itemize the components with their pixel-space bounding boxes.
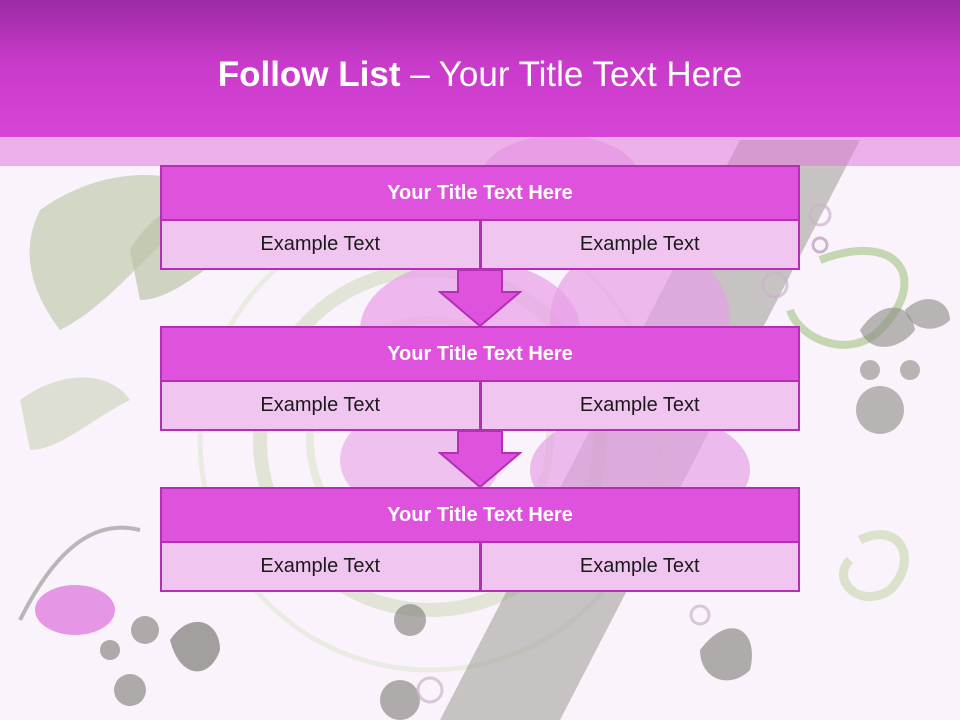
- block-row: Example Text Example Text: [160, 221, 800, 270]
- block-cell-left: Example Text: [160, 221, 481, 270]
- block-cell-right: Example Text: [480, 221, 800, 270]
- slide-title-bold: Follow List: [217, 55, 401, 94]
- list-block-3: Your Title Text Here Example Text Exampl…: [160, 487, 800, 592]
- block-title: Your Title Text Here: [160, 326, 800, 382]
- block-row: Example Text Example Text: [160, 382, 800, 431]
- header-band: [0, 0, 960, 137]
- block-title: Your Title Text Here: [160, 487, 800, 543]
- block-title: Your Title Text Here: [160, 165, 800, 221]
- slide-title-dash: –: [400, 55, 439, 94]
- block-cell-left: Example Text: [160, 382, 481, 431]
- down-arrow-icon: [438, 270, 522, 326]
- list-block-2: Your Title Text Here Example Text Exampl…: [160, 326, 800, 431]
- block-cell-right: Example Text: [480, 382, 800, 431]
- slide-title-rest: Your Title Text Here: [438, 55, 743, 94]
- block-cell-left: Example Text: [160, 543, 481, 592]
- block-row: Example Text Example Text: [160, 543, 800, 592]
- block-cell-right: Example Text: [480, 543, 800, 592]
- slide-title: Follow List – Your Title Text Here: [0, 52, 960, 98]
- down-arrow-icon: [438, 431, 522, 487]
- header-strip: [0, 137, 960, 166]
- list-block-1: Your Title Text Here Example Text Exampl…: [160, 165, 800, 270]
